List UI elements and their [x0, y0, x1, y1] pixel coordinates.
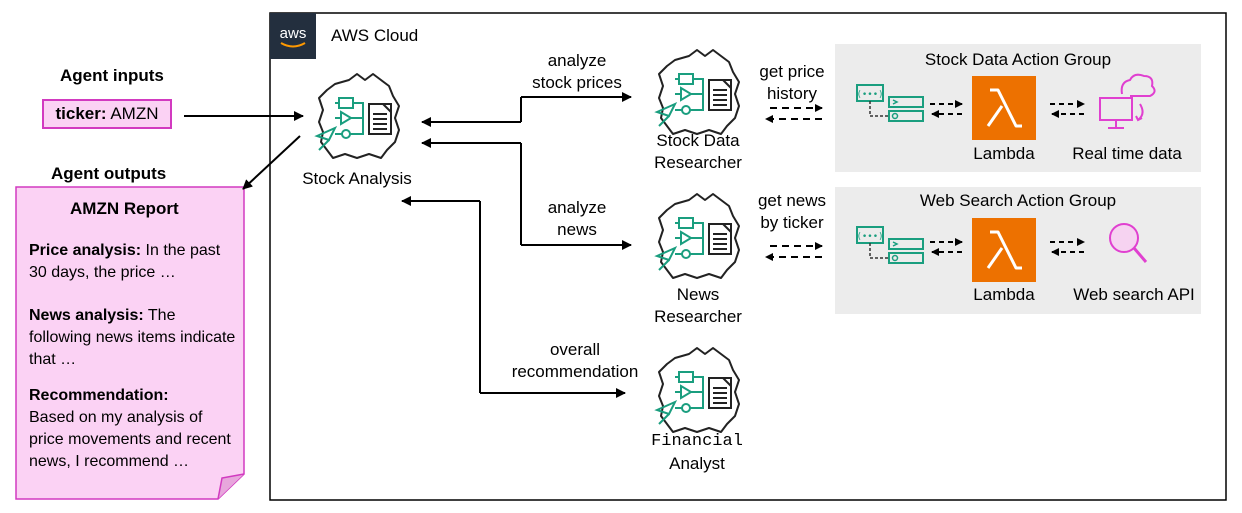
edge-analyze-prices-2: stock prices [532, 73, 622, 92]
price-label: Price analysis: [29, 242, 142, 259]
stock-researcher-label: Stock Data Researcher [638, 130, 758, 174]
stock-lambda-label: Lambda [973, 144, 1035, 163]
price-analysis: Price analysis: In the past 30 days, the… [29, 240, 239, 284]
rec-text: Based on my analysis of price movements … [29, 409, 231, 470]
supervisor-label: Stock Analysis [302, 169, 412, 188]
edge-get-news-1: get news [757, 191, 827, 210]
edge-price-history: get price history [742, 61, 842, 105]
edge-analyze-news-2: news [557, 220, 597, 239]
report-title: AMZN Report [70, 199, 179, 218]
ticker-key: ticker: [55, 104, 107, 123]
outputs-heading: Agent outputs [51, 164, 167, 183]
recommendation: Recommendation: Based on my analysis of … [29, 385, 239, 473]
edge-analyze-news-1: analyze [547, 198, 607, 217]
edge-get-news: get news by ticker [742, 190, 842, 234]
agent-icon [656, 193, 740, 279]
web-lambda-label: Lambda [973, 285, 1035, 304]
aws-logo-icon [270, 13, 316, 59]
edge-analyze-prices-1: analyze [547, 51, 607, 70]
analyst-line2: Analyst [669, 454, 725, 473]
monitor-cloud-icon [1099, 73, 1156, 129]
news-analysis: News analysis: The following news items … [29, 305, 239, 371]
web-group-title: Web Search Action Group [919, 191, 1117, 210]
stock-researcher-line2: Researcher [654, 153, 742, 172]
news-text: The following news items indicate that … [29, 307, 236, 368]
agent-icon [316, 73, 400, 159]
news-researcher-label: News Researcher [638, 284, 758, 328]
ticker-box: ticker: AMZN [42, 99, 172, 129]
stock-target-label: Real time data [1072, 144, 1182, 163]
edge-analyze-prices: analyze stock prices [517, 50, 637, 94]
analyst-label: Financial Analyst [627, 431, 767, 475]
rec-label: Recommendation: [29, 387, 169, 404]
edge-analyze-news: analyze news [517, 197, 637, 241]
web-target-label: Web search API [1073, 285, 1195, 304]
edge-price-history-2: history [766, 84, 818, 103]
news-researcher-line1: News [676, 285, 720, 304]
ticker-value: AMZN [110, 104, 159, 123]
search-icon [1109, 223, 1148, 263]
edge-get-news-2: by ticker [760, 213, 824, 232]
edge-overall-2: recommendation [511, 362, 639, 381]
edge-overall-1: overall [549, 340, 601, 359]
stock-researcher-line1: Stock Data [656, 131, 740, 150]
agent-icon [656, 347, 740, 433]
lambda-icon [970, 74, 1038, 142]
lambda-icon [970, 216, 1038, 284]
edge-overall: overall recommendation [502, 339, 648, 383]
price-text: In the past 30 days, the price … [29, 242, 221, 281]
news-researcher-line2: Researcher [654, 307, 742, 326]
svg-text:aws: aws [280, 25, 307, 42]
stock-group-title: Stock Data Action Group [924, 50, 1112, 69]
analyst-line1: Financial [651, 432, 743, 451]
inputs-heading: Agent inputs [60, 66, 164, 85]
cloud-label: AWS Cloud [331, 26, 419, 45]
edge-price-history-1: get price [759, 62, 825, 81]
agent-icon [656, 49, 740, 135]
news-label: News analysis: [29, 307, 144, 324]
